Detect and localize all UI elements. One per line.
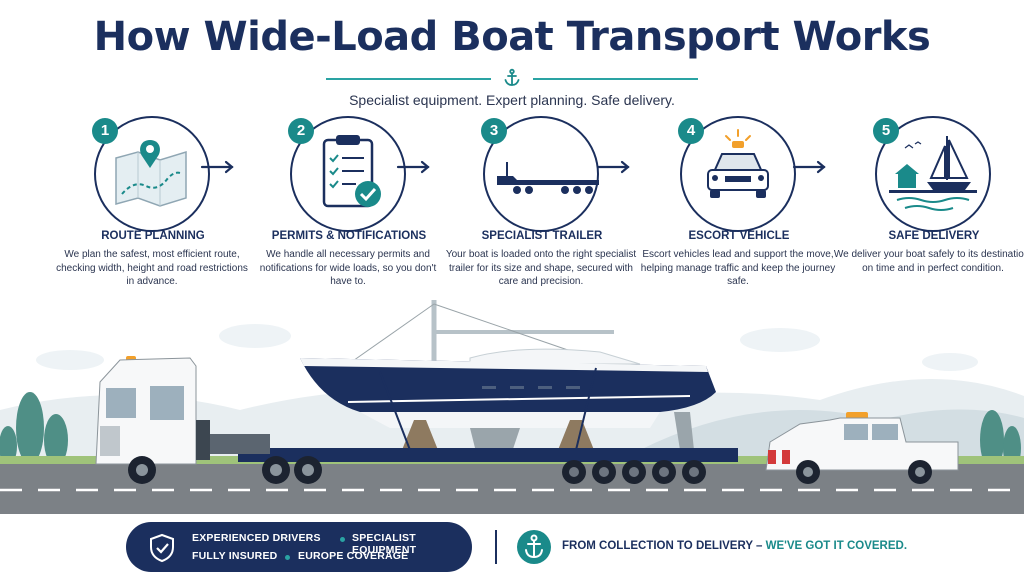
arrow-right-icon xyxy=(792,160,826,174)
anchor-badge xyxy=(517,530,551,564)
title-divider xyxy=(326,68,698,88)
page-title: How Wide-Load Boat Transport Works xyxy=(93,14,931,60)
step-description: We handle all necessary permits and noti… xyxy=(259,249,437,287)
clipboard-check-icon xyxy=(322,135,381,208)
footer-divider xyxy=(495,530,497,564)
anchor-icon xyxy=(525,534,543,559)
feature-item: EUROPE COVERAGE xyxy=(298,550,409,562)
feature-item: EXPERIENCED DRIVERS xyxy=(192,532,321,544)
sailboat-icon xyxy=(889,136,977,211)
footer-bar: EXPERIENCED DRIVERS SPECIALIST EQUIPMENT… xyxy=(0,520,1024,576)
step-number: 3 xyxy=(481,118,507,144)
features-pill: EXPERIENCED DRIVERS SPECIALIST EQUIPMENT… xyxy=(126,522,472,572)
trailer-icon xyxy=(497,162,599,194)
step-number: 4 xyxy=(678,118,704,144)
feature-item: SPECIALIST EQUIPMENT xyxy=(352,532,417,556)
step-heading: SPECIALIST TRAILER xyxy=(481,230,603,242)
escort-car-icon xyxy=(707,129,769,198)
shield-check-icon xyxy=(150,533,174,563)
arrow-right-icon xyxy=(596,160,630,174)
step-number: 5 xyxy=(873,118,899,144)
tagline-accent: WE'VE GOT IT COVERED. xyxy=(765,540,908,552)
step-description: We deliver your boat safely to its desti… xyxy=(833,249,1024,274)
map-pin-icon xyxy=(115,140,187,207)
arrow-right-icon xyxy=(200,160,234,174)
arrow-right-icon xyxy=(396,160,430,174)
escort-pickup-truck xyxy=(765,412,959,484)
anchor-icon xyxy=(504,68,520,86)
step-description: Your boat is loaded onto the right speci… xyxy=(445,249,637,287)
step-description: Escort vehicles lead and support the mov… xyxy=(640,249,836,287)
step-heading: ROUTE PLANNING xyxy=(101,230,205,242)
transport-scene-illustration xyxy=(0,300,1024,514)
feature-dot xyxy=(285,555,290,560)
page-subtitle: Specialist equipment. Expert planning. S… xyxy=(349,92,675,108)
step-heading: SAFE DELIVERY xyxy=(888,230,980,242)
tagline-main: FROM COLLECTION TO DELIVERY – xyxy=(562,540,763,552)
feature-item: FULLY INSURED xyxy=(192,550,278,562)
boat-cradles xyxy=(402,420,594,450)
trees xyxy=(0,392,1021,470)
feature-dot xyxy=(340,537,345,542)
step-number: 2 xyxy=(288,118,314,144)
step-description: We plan the safest, most efficient route… xyxy=(56,249,248,287)
tractor-truck xyxy=(95,356,322,484)
step-number: 1 xyxy=(92,118,118,144)
step-heading: ESCORT VEHICLE xyxy=(688,230,790,242)
footer-tagline: FROM COLLECTION TO DELIVERY – WE'VE GOT … xyxy=(562,540,907,552)
step-heading: PERMITS & NOTIFICATIONS xyxy=(271,230,427,242)
